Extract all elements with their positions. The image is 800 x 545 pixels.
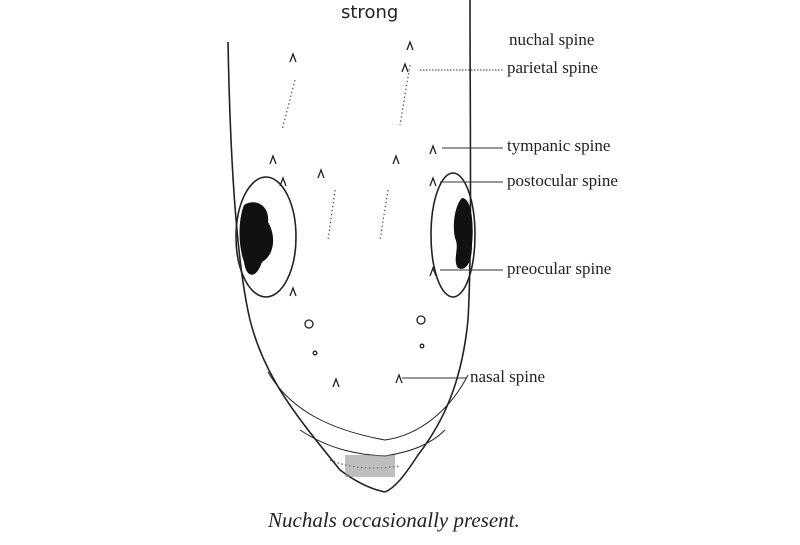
leader-lines <box>402 69 503 379</box>
label-nasal-spine: nasal spine <box>470 367 546 386</box>
label-parietal-spine: parietal spine <box>507 58 599 77</box>
label-tympanic-spine: tympanic spine <box>507 136 611 155</box>
left-pupil <box>239 202 274 275</box>
diagram-title: strong <box>341 2 399 23</box>
caption: Nuchals occasionally present. <box>268 508 520 532</box>
chin-stipple <box>345 455 395 477</box>
label-preocular-spine: preocular spine <box>507 259 612 278</box>
right-pupil <box>453 198 473 269</box>
left-eye <box>235 176 297 298</box>
label-nuchal-spine: nuchal spine <box>509 30 595 49</box>
head-outline-right <box>384 0 472 493</box>
right-eye <box>430 172 476 298</box>
head-outline-left <box>227 41 386 493</box>
label-postocular-spine: postocular spine <box>507 171 618 190</box>
spine-marks <box>269 40 437 388</box>
jaw-line <box>267 371 469 441</box>
